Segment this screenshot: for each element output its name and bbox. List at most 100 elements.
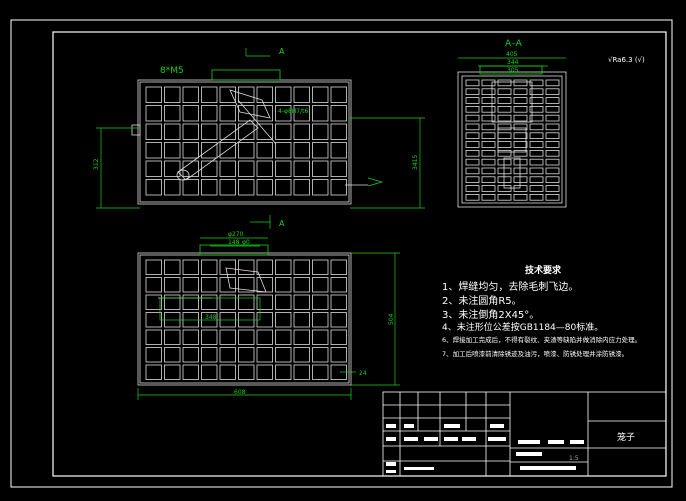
grid-cell xyxy=(182,294,199,310)
grid-cell xyxy=(312,347,329,363)
grid-cell xyxy=(330,179,347,196)
grid-cell xyxy=(256,142,273,159)
grid-cell xyxy=(293,294,310,310)
grid-cell xyxy=(497,114,512,122)
grid-cell xyxy=(330,160,347,177)
grid-cell xyxy=(529,114,544,122)
grid-cell xyxy=(164,160,181,177)
grid-cell xyxy=(238,294,255,310)
plan-dims xyxy=(137,237,400,400)
grid-cell xyxy=(145,160,162,177)
grid-cell xyxy=(529,176,544,184)
note-7: 7、加工后喷漆前清除锈迹及油污，喷漆、防锈处理并涂防锈漆。 xyxy=(442,350,629,358)
title-block xyxy=(382,391,667,477)
grid-cell xyxy=(312,259,329,275)
note-4: 4、未注形位公差按GB1184—80标准。 xyxy=(442,323,604,333)
dim-section-inner: 344 xyxy=(507,59,519,66)
grid-cell xyxy=(219,123,236,140)
grid-cell xyxy=(312,86,329,103)
grid-cell xyxy=(312,364,329,380)
grid-cell xyxy=(238,347,255,363)
grid-cell xyxy=(465,97,480,104)
grid-cell xyxy=(497,123,512,131)
grid-cell xyxy=(513,106,528,113)
grid-cell xyxy=(497,106,512,113)
note-3: 3、未注倒角2X45°。 xyxy=(442,310,540,321)
grid-cell xyxy=(201,259,218,275)
grid-cell xyxy=(275,105,292,122)
grid-cell xyxy=(465,79,480,87)
grid-cell xyxy=(513,167,528,175)
grid-cell xyxy=(293,329,310,345)
grid-cell xyxy=(238,142,255,159)
grid-cell xyxy=(465,132,480,140)
outer-border xyxy=(10,19,673,488)
grid-cell xyxy=(465,167,480,175)
grid-cell xyxy=(219,347,236,363)
grid-cell xyxy=(164,259,181,275)
grid-cell xyxy=(497,149,512,157)
grid-cell xyxy=(545,132,560,140)
grid-cell xyxy=(275,123,292,140)
section-label: A–A xyxy=(505,39,523,49)
grid-cell xyxy=(497,167,512,175)
grid-cell xyxy=(293,123,310,140)
grid-cell xyxy=(465,88,480,96)
grid-cell xyxy=(529,106,544,113)
grid-cell xyxy=(312,105,329,122)
grid-cell xyxy=(164,86,181,103)
grid-cell xyxy=(481,176,496,184)
grid-cell xyxy=(497,132,512,140)
grid-cell xyxy=(497,141,512,148)
grid-cell xyxy=(145,123,162,140)
grid-cell xyxy=(312,123,329,140)
grid-cell xyxy=(293,347,310,363)
part-name: 笼子 xyxy=(617,433,636,443)
grid-cell xyxy=(529,123,544,131)
grid-cell xyxy=(256,347,273,363)
grid-cell xyxy=(513,132,528,140)
grid-cell xyxy=(529,132,544,140)
grid-cell xyxy=(182,86,199,103)
cut-letter-bottom: A xyxy=(279,219,285,228)
grid-cell xyxy=(182,347,199,363)
grid-cell xyxy=(275,86,292,103)
grid-cell xyxy=(201,347,218,363)
grid-cell xyxy=(497,79,512,87)
grid-cell xyxy=(481,132,496,140)
grid-cell xyxy=(164,364,181,380)
grid-cell xyxy=(275,312,292,328)
grid-cell xyxy=(219,277,236,293)
grid-cell xyxy=(238,105,255,122)
plan-view xyxy=(137,244,352,386)
grid-cell xyxy=(145,259,162,275)
grid-cell xyxy=(497,158,512,166)
grid-cell xyxy=(529,149,544,157)
grid-cell xyxy=(219,294,236,310)
grid-cell xyxy=(219,160,236,177)
grid-cell xyxy=(145,105,162,122)
grid-cell xyxy=(312,312,329,328)
grid-cell xyxy=(293,160,310,177)
note-6: 6、焊接加工完成后，不得有裂纹、夹渣等缺陷并做消除内应力处理。 xyxy=(442,336,642,344)
grid-cell xyxy=(182,179,199,196)
grid-cell xyxy=(201,105,218,122)
grid-cell xyxy=(293,142,310,159)
grid-cell xyxy=(513,114,528,122)
grid-cell xyxy=(219,142,236,159)
front-mechanism xyxy=(176,89,277,181)
grid-cell xyxy=(312,329,329,345)
grid-cell xyxy=(330,347,347,363)
grid-cell xyxy=(529,97,544,104)
grid-cell xyxy=(256,123,273,140)
scale: 1:5 xyxy=(569,455,579,462)
grid-cell xyxy=(145,277,162,293)
note-1: 1、焊缝均匀，去除毛刺飞边。 xyxy=(442,282,579,293)
grid-cell xyxy=(497,88,512,96)
grid-cell xyxy=(545,123,560,131)
grid-cell xyxy=(545,88,560,96)
dim-front-width-right: 3415 xyxy=(412,155,419,170)
grid-cell xyxy=(182,105,199,122)
grid-cell xyxy=(545,167,560,175)
inner-frame xyxy=(52,31,667,477)
